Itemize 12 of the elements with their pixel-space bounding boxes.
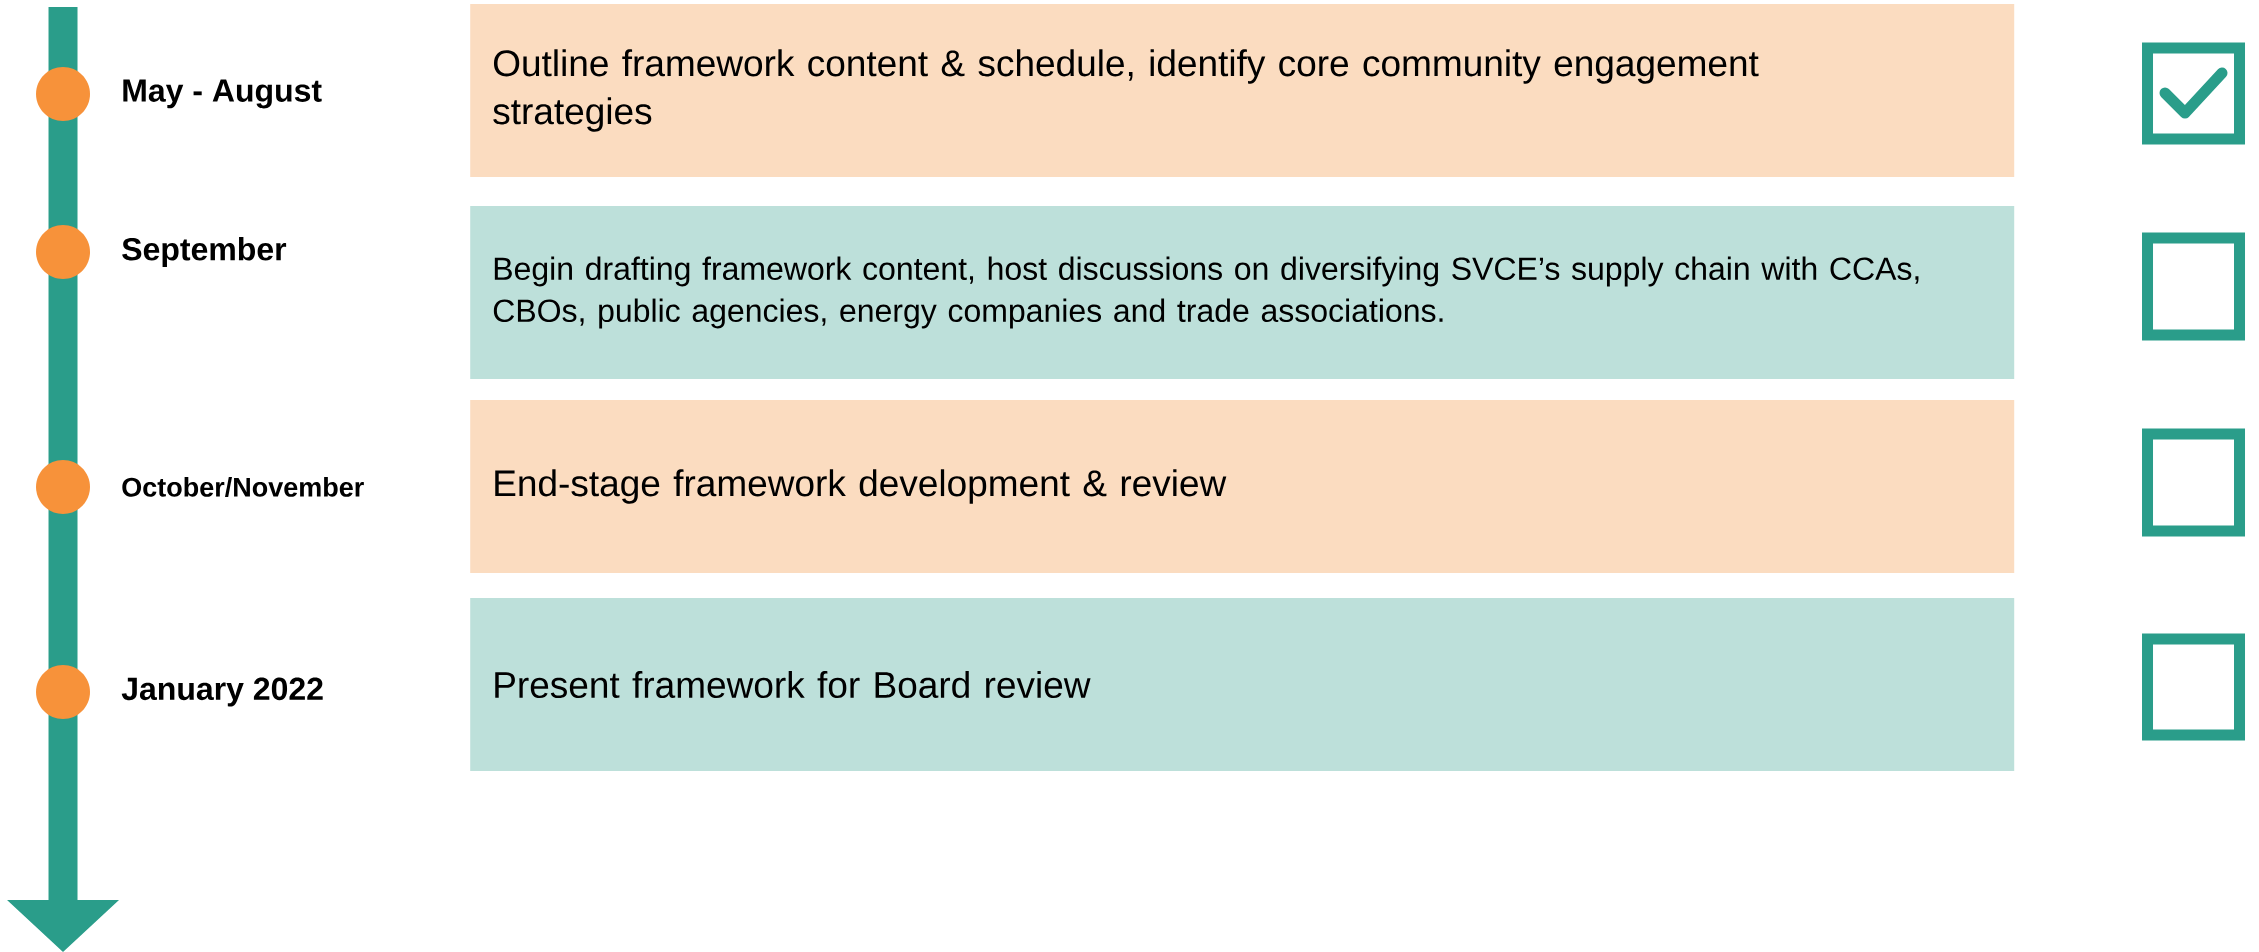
timeline-dot — [36, 460, 90, 514]
date-label: May - August — [123, 79, 322, 109]
milestone-box: Outline framework content & schedule, identify core community engagement strategies — [470, 4, 2015, 177]
milestone-box: Present framework for Board review — [470, 598, 2015, 771]
timeline-dot — [36, 67, 90, 121]
date-label: September — [122, 237, 287, 267]
date-label: October/November — [122, 476, 364, 498]
milestone-box: Begin drafting framework content, host discussions on diversifying SVCE’s supply chain with CCAs, CBOs, public agencies, energy companies and trade associations. — [470, 206, 2015, 379]
timeline-dot — [36, 665, 90, 719]
date-label: January 2022 — [121, 677, 323, 707]
timeline-dot — [36, 225, 90, 279]
milestone-box: End-stage framework development & review — [470, 400, 2015, 573]
